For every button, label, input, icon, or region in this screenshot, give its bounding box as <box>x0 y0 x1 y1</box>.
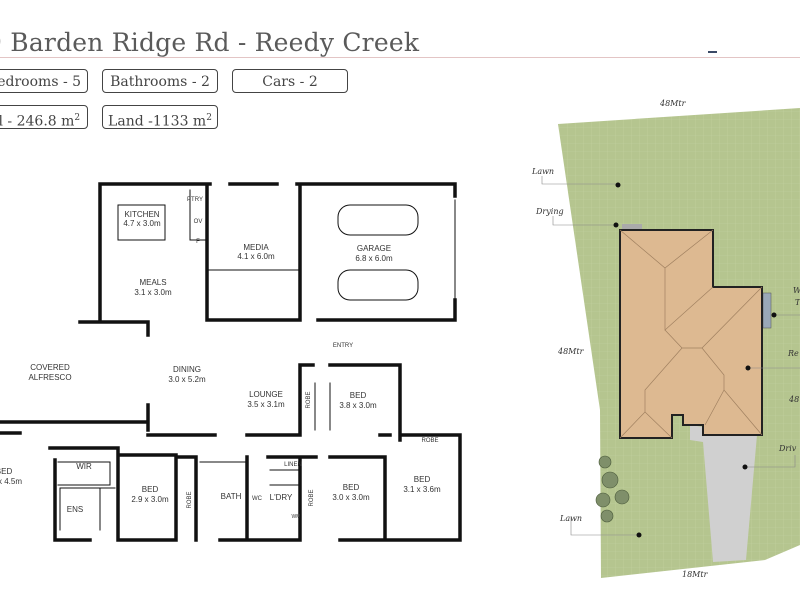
bed-3-label: BED <box>343 483 360 492</box>
garage-label: GARAGE <box>357 244 391 253</box>
total-area-badge: Total - 246.8 m2 <box>0 105 88 129</box>
lounge-label: LOUNGE <box>249 390 283 399</box>
dining-label: DINING <box>173 365 201 374</box>
bed-1-size: 3.8 x 3.0m <box>339 401 377 410</box>
wm-label: WM <box>292 514 301 520</box>
unit-superscript: 2 <box>206 113 212 123</box>
bottom-dimension: 18Mtr <box>682 570 709 579</box>
kitchen-label: KITCHEN <box>124 210 159 219</box>
laundry-label: L'DRY <box>270 493 293 502</box>
thin-walls <box>57 189 456 531</box>
wc-label: WC <box>252 496 263 502</box>
fridge-label: F <box>196 239 200 245</box>
floor-plan <box>0 182 462 542</box>
walls <box>0 182 462 542</box>
master-bed-size: x 4.5m <box>0 477 22 486</box>
water-tank-label-2: T <box>795 298 800 307</box>
bed-3-size: 3.0 x 3.0m <box>332 493 370 502</box>
alfresco-label-2: ALFRESCO <box>28 373 71 382</box>
ensuite-label: ENS <box>67 505 83 514</box>
kitchen-size: 4.7 x 3.0m <box>123 219 161 228</box>
left-dimension: 48Mtr <box>557 347 585 356</box>
residence-label: Re <box>787 349 799 358</box>
robe-2-label: ROBE <box>421 438 438 444</box>
bedrooms-badge: Bedrooms - 5 <box>0 69 88 93</box>
alfresco-label-1: COVERED <box>30 363 70 372</box>
land-area-text: Land -1133 m <box>108 113 207 129</box>
bed-4-label: BED <box>414 475 431 484</box>
lawn-bottom-label: Lawn <box>559 514 582 523</box>
media-label: MEDIA <box>243 243 269 252</box>
wir-label: WIR <box>76 462 92 471</box>
garage-size: 6.8 x 6.0m <box>355 254 393 263</box>
callout-lines <box>541 176 800 536</box>
drying-area <box>622 224 642 229</box>
oven-label: OV <box>194 219 203 225</box>
site-plan: 48Mtr Lawn Drying 48Mtr W T Re 48 Driv L… <box>531 99 800 579</box>
lawn-top-label: Lawn <box>531 167 554 176</box>
lounge-size: 3.5 x 3.1m <box>247 400 285 409</box>
driveway-label: Driv <box>778 444 797 453</box>
meals-label: MEALS <box>139 278 166 287</box>
pantry-label: PTRY <box>187 197 203 203</box>
land-area-badge: Land -1133 m2 <box>102 105 218 129</box>
unit-superscript: 2 <box>74 113 81 123</box>
entry-label: ENTRY <box>333 343 353 349</box>
water-tank <box>762 292 772 329</box>
robe-1-label: ROBE <box>306 391 312 408</box>
driveway <box>690 425 757 562</box>
bed-2-size: 2.9 x 3.0m <box>131 495 169 504</box>
property-title: 9 Barden Ridge Rd - Reedy Creek <box>0 28 420 57</box>
drying-label: Drying <box>535 207 564 216</box>
cars-icon <box>337 204 419 301</box>
cars-text: Cars - 2 <box>262 74 318 90</box>
divider-mark <box>708 51 717 53</box>
title-divider <box>0 57 800 58</box>
bed-4-size: 3.1 x 3.6m <box>403 485 441 494</box>
roof-ridges <box>619 229 763 439</box>
meals-size: 3.1 x 3.0m <box>134 288 172 297</box>
callout-dots <box>613 182 777 538</box>
dining-size: 3.0 x 5.2m <box>168 375 206 384</box>
bathrooms-badge: Bathrooms - 2 <box>102 69 218 93</box>
water-tank-label-1: W <box>793 286 800 295</box>
tree-icon <box>595 455 630 523</box>
robe-4-label: ROBE <box>309 489 315 506</box>
right-dimension: 48 <box>788 395 799 404</box>
cars-badge: Cars - 2 <box>232 69 348 93</box>
bed-2-label: BED <box>142 485 159 494</box>
total-area-text: Total - 246.8 m <box>0 113 75 129</box>
linen-label: LINEN <box>284 462 302 468</box>
top-dimension: 48Mtr <box>659 99 687 108</box>
bed-1-label: BED <box>350 391 367 400</box>
room-labels: KITCHEN 4.7 x 3.0m PTRY OV F MEALS 3.1 x… <box>0 197 441 520</box>
bath-label: BATH <box>221 492 242 501</box>
bedrooms-text: Bedrooms - 5 <box>0 74 82 90</box>
master-bed-label: BED <box>0 467 12 476</box>
robe-3-label: ROBE <box>187 491 193 508</box>
bathrooms-text: Bathrooms - 2 <box>110 74 210 90</box>
media-size: 4.1 x 6.0m <box>237 252 275 261</box>
